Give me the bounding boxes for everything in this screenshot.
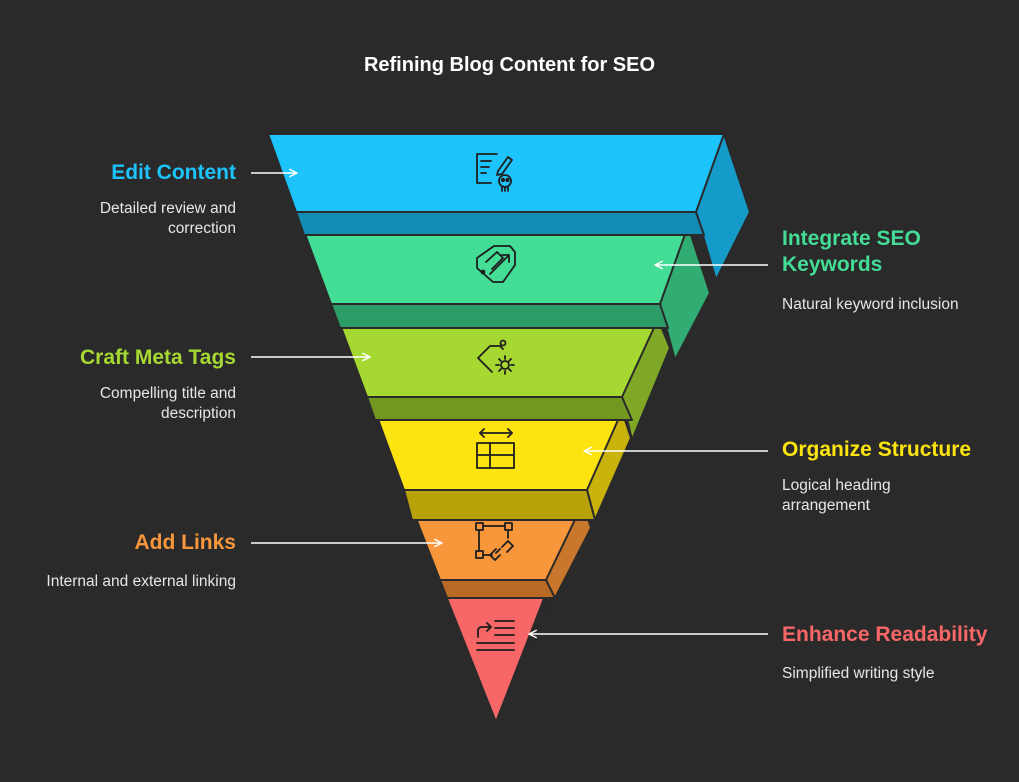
funnel-segment-craft-meta-tags	[337, 318, 671, 441]
diagram-title: Refining Blog Content for SEO	[363, 54, 656, 76]
stage-description-enhance-readability: Simplified writing style	[782, 665, 935, 682]
stage-label-add-links: Add Links	[134, 531, 236, 554]
stage-label-integrate-seo-keywords: Integrate SEO Keywords	[782, 227, 921, 276]
stage-description-integrate-seo-keywords: Natural keyword inclusion	[782, 296, 959, 313]
stage-description-organize-structure: Logical heading arrangement	[782, 477, 891, 514]
funnel-segment-edit-content	[267, 133, 751, 281]
funnel-segment-enhance-readability	[445, 595, 551, 723]
stage-description-edit-content: Detailed review and correction	[99, 200, 236, 237]
layout-grid-icon	[476, 428, 515, 469]
stage-label-enhance-readability: Enhance Readability	[782, 623, 988, 646]
stage-label-organize-structure: Organize Structure	[782, 438, 972, 461]
edit-document-skull-icon	[476, 153, 513, 192]
funnel-segment-organize-structure	[374, 410, 632, 521]
stage-description-add-links: Internal and external linking	[46, 573, 236, 590]
stage-description-craft-meta-tags: Compelling title and description	[99, 385, 236, 422]
tag-gear-icon	[477, 339, 515, 375]
text-indent-icon	[476, 620, 515, 651]
link-nodes-icon	[475, 522, 514, 561]
magnet-tag-icon	[476, 245, 516, 283]
stage-label-craft-meta-tags: Craft Meta Tags	[80, 346, 236, 369]
stage-label-edit-content: Edit Content	[111, 161, 236, 184]
